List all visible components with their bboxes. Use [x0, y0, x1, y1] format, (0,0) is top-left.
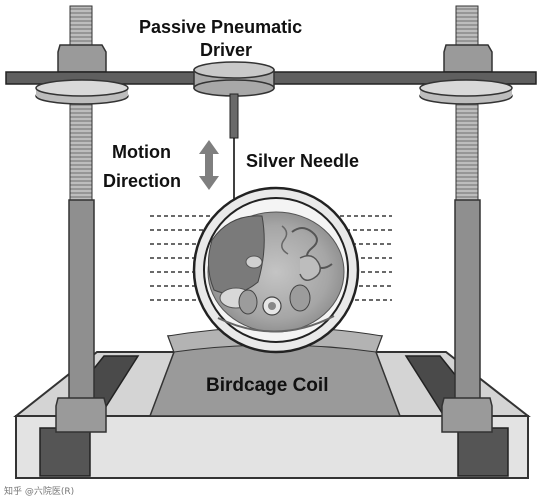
- base-platform: [13, 351, 531, 479]
- birdcage-coil-label: Birdcage Coil: [206, 375, 329, 396]
- base-foot-right: [457, 427, 509, 477]
- liver-region: [208, 215, 265, 295]
- pneumatic-driver: [193, 61, 275, 139]
- watermark-text: 知乎 @六院医(R): [4, 487, 75, 497]
- pneumatic-driver-label-line1: Passive Pneumatic: [139, 17, 303, 37]
- motion-direction-label-line2: Direction: [103, 171, 182, 191]
- driver-rod: [229, 93, 239, 139]
- wave-lines-left: [150, 215, 212, 301]
- abdomen-mr-image: [207, 211, 345, 333]
- kidney-right: [289, 284, 311, 312]
- base-foot-left: [39, 427, 91, 477]
- kidney-left: [238, 289, 258, 315]
- wave-lines-right: [340, 215, 392, 301]
- motion-direction-label-line1: Motion: [112, 142, 171, 162]
- silver-needle-label: Silver Needle: [246, 151, 360, 171]
- pneumatic-driver-label-line2: Driver: [200, 40, 253, 60]
- left-support-column: [55, 5, 107, 433]
- motion-direction-arrow: [199, 140, 219, 190]
